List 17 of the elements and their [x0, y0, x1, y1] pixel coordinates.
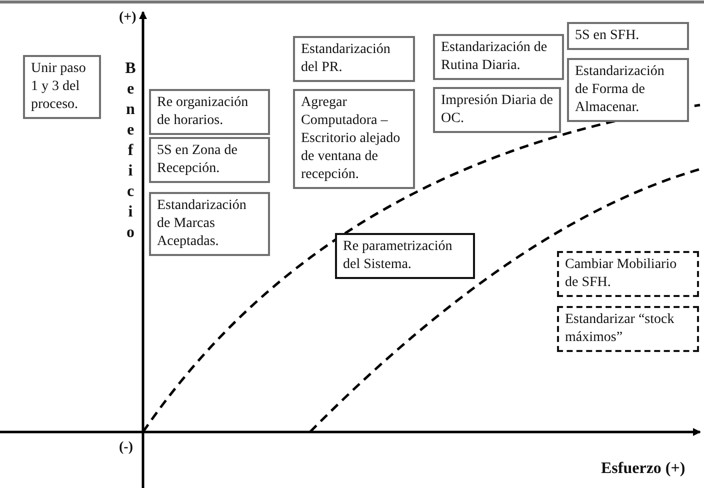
axis-title: Beneficio [122, 60, 138, 244]
action-card: Unir paso 1 y 3 del proceso. [23, 55, 101, 119]
axis-end-label: (+) [119, 10, 136, 26]
action-card: Estandarización de Forma de Almacenar. [567, 58, 689, 122]
dashed-action-card: Estandarizar “stock máximos” [557, 306, 699, 352]
action-card: 5S en Zona de Recepción. [149, 137, 270, 183]
action-card: Agregar Computadora – Escritorio alejado de ventana de recepción. [293, 89, 415, 189]
axis-end-label: (-) [119, 440, 133, 456]
highlighted-action-card: Re parametrización del Sistema. [335, 233, 475, 279]
action-card: Estandarización de Marcas Aceptadas. [149, 192, 270, 256]
action-card: 5S en SFH. [567, 22, 689, 50]
action-card: Estandarización de Rutina Diaria. [433, 34, 564, 80]
dashed-action-card: Cambiar Mobiliario de SFH. [557, 251, 699, 297]
axis-title: Esfuerzo (+) [601, 460, 686, 478]
action-card: Re organización de horarios. [149, 89, 270, 135]
action-card: Estandarización del PR. [293, 36, 415, 82]
action-card: Impresión Diaria de OC. [433, 87, 561, 133]
